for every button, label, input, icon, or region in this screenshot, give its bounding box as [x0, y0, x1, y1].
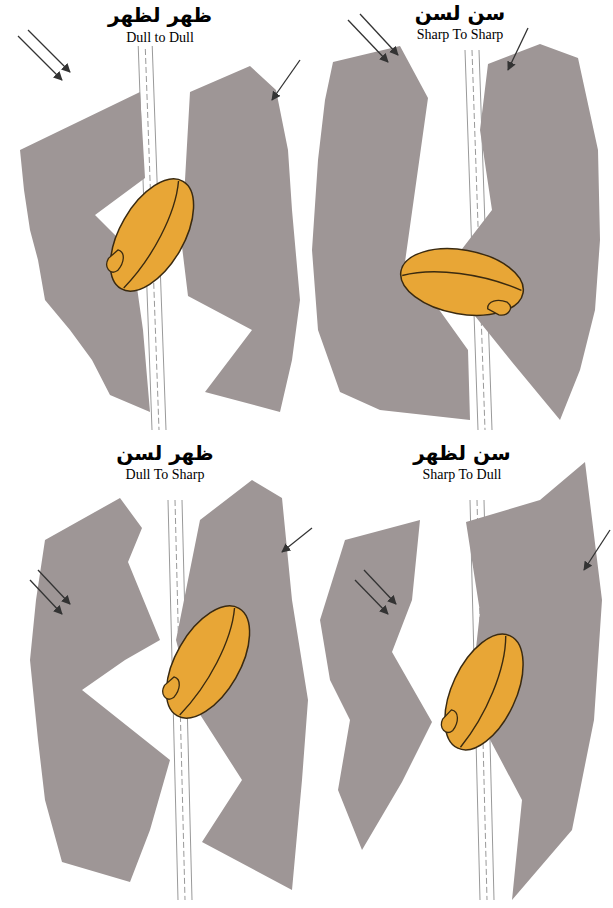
english-title: Dull To Sharp: [123, 467, 208, 483]
panel-dull-to-sharp: [30, 480, 312, 900]
arabic-title: سن لظهر: [410, 442, 513, 465]
arabic-title: ظهر لسن: [113, 442, 216, 465]
arabic-title: سن لسن: [412, 2, 509, 25]
english-title: Sharp To Sharp: [414, 27, 507, 43]
arabic-title: ظهر لظهر: [105, 4, 215, 27]
english-title: Dull to Dull: [123, 30, 197, 46]
panel-sharp-to-sharp: [312, 14, 600, 430]
panel-sharp-to-dull: [320, 462, 610, 900]
english-title: Sharp To Dull: [420, 467, 505, 483]
panel-dull-to-dull: [18, 30, 300, 430]
